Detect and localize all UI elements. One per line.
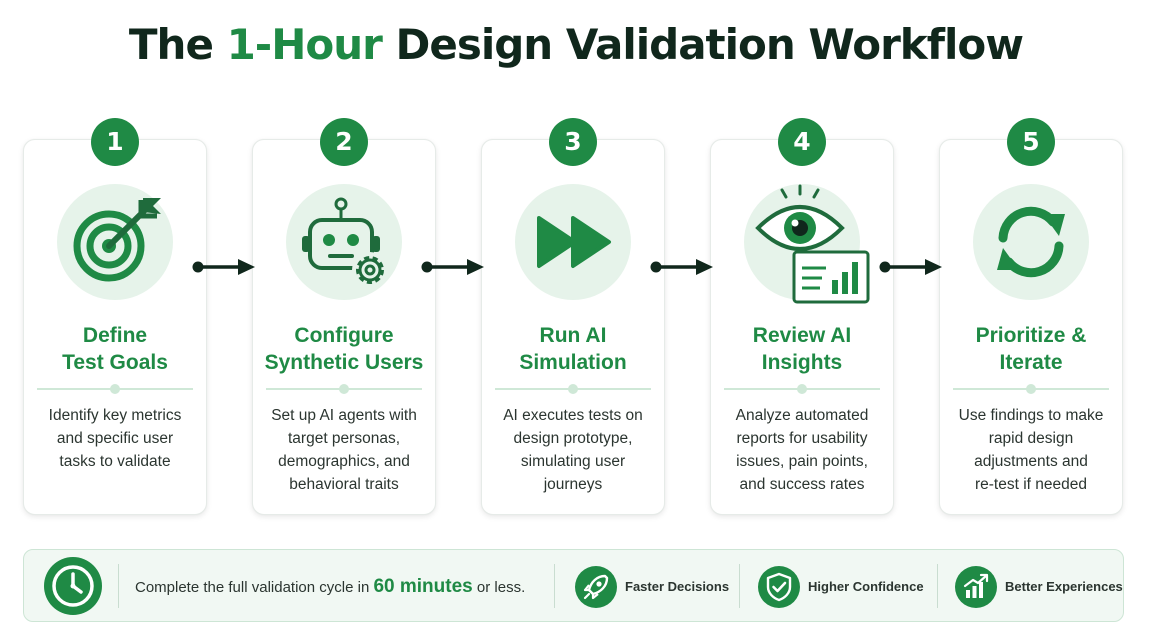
step-number-badge: 1	[91, 118, 139, 166]
step-3-card: 3 Run AI Simulation AI executes tests on…	[481, 118, 665, 515]
step-desc-line: rapid design	[988, 430, 1074, 447]
step-title-line: Simulation	[519, 351, 627, 374]
step-5-card: 5 Prioritize & Iterate Use findings to m…	[939, 118, 1123, 515]
step-title-line: Define	[82, 324, 148, 347]
divider	[266, 384, 422, 394]
divider	[724, 384, 880, 394]
step-1-card: 1 Define Test Goals Identify key metrics…	[23, 118, 207, 515]
step-desc-line: behavioral traits	[289, 476, 399, 493]
summary-banner: Complete the full validation cycle in 60…	[23, 549, 1124, 622]
arrow-right-icon	[650, 259, 713, 275]
step-description: Analyze automated reports for usability …	[718, 404, 886, 496]
divider	[495, 384, 651, 394]
step-description: Set up AI agents with target personas, d…	[260, 404, 428, 496]
step-title-line: Insights	[761, 351, 843, 374]
step-desc-line: Analyze automated	[735, 407, 869, 424]
step-desc-line: demographics, and	[278, 453, 410, 470]
page-title: The 1-Hour Design Validation Workflow	[0, 20, 1152, 69]
robot-gear-icon	[286, 184, 402, 300]
step-desc-line: target personas,	[287, 430, 400, 447]
step-desc-line: journeys	[543, 476, 603, 493]
rocket-icon	[575, 566, 617, 608]
summary-text-before: Complete the full validation cycle in	[135, 579, 374, 596]
step-title: Review AI Insights	[710, 322, 894, 376]
step-description: AI executes tests on design prototype, s…	[489, 404, 657, 496]
step-title: Configure Synthetic Users	[252, 322, 436, 376]
divider	[953, 384, 1109, 394]
eye-chart-icon	[744, 184, 870, 304]
step-number-badge: 5	[1007, 118, 1055, 166]
step-desc-line: reports for usability	[736, 430, 868, 447]
step-title: Define Test Goals	[23, 322, 207, 376]
step-desc-line: design prototype,	[513, 430, 633, 447]
title-prefix: The	[128, 20, 227, 69]
title-accent: 1-Hour	[226, 20, 383, 69]
benefit-label: Better Experiences	[1005, 579, 1123, 594]
step-desc-line: adjustments and	[974, 453, 1088, 470]
step-desc-line: Use findings to make	[958, 407, 1104, 424]
benefit-label: Faster Decisions	[625, 579, 730, 594]
arrow-right-icon	[421, 259, 484, 275]
step-title-line: Review AI	[752, 324, 852, 347]
step-2-card: 2 Configure Synthetic Users Set up AI ag…	[252, 118, 436, 515]
step-title-line: Synthetic Users	[264, 351, 424, 374]
step-title-line: Test Goals	[62, 351, 168, 374]
step-number-badge: 2	[320, 118, 368, 166]
step-desc-line: Identify key metrics	[48, 407, 182, 424]
step-title-line: Iterate	[999, 351, 1063, 374]
arrow-right-icon	[192, 259, 255, 275]
step-4-card: 4 Review AI Insights Analyze automated r…	[710, 118, 894, 515]
title-suffix: Design Validation Workflow	[381, 20, 1024, 69]
summary-text-after: or less.	[472, 579, 526, 596]
step-desc-line: AI executes tests on	[503, 407, 643, 424]
summary-highlight: 60 minutes	[373, 576, 473, 597]
shield-check-icon	[758, 566, 800, 608]
separator	[937, 564, 938, 608]
refresh-cycle-icon	[973, 184, 1089, 300]
separator	[554, 564, 555, 608]
separator	[739, 564, 740, 608]
step-desc-line: tasks to validate	[59, 453, 171, 470]
step-title-line: Configure	[294, 324, 394, 347]
cycle-summary-text: Complete the full validation cycle in 60…	[135, 550, 525, 623]
separator	[118, 564, 119, 608]
benefit-label: Higher Confidence	[808, 579, 924, 594]
fast-forward-icon	[515, 184, 631, 300]
step-title-line: Run AI	[539, 324, 607, 347]
step-desc-line: re-test if needed	[974, 476, 1087, 493]
step-title-line: Prioritize &	[975, 324, 1087, 347]
step-desc-line: Set up AI agents with	[271, 407, 417, 424]
step-desc-line: simulating user	[520, 453, 626, 470]
clock-icon	[44, 557, 102, 615]
step-description: Use findings to make rapid design adjust…	[947, 404, 1115, 496]
step-desc-line: and success rates	[739, 476, 865, 493]
step-number-badge: 3	[549, 118, 597, 166]
growth-chart-icon	[955, 566, 997, 608]
step-title: Run AI Simulation	[481, 322, 665, 376]
step-desc-line: and specific user	[56, 430, 174, 447]
divider	[37, 384, 193, 394]
arrow-right-icon	[879, 259, 942, 275]
step-description: Identify key metrics and specific user t…	[31, 404, 199, 473]
step-desc-line: issues, pain points,	[736, 453, 868, 470]
step-title: Prioritize & Iterate	[939, 322, 1123, 376]
step-number-badge: 4	[778, 118, 826, 166]
target-arrow-icon	[57, 184, 173, 300]
